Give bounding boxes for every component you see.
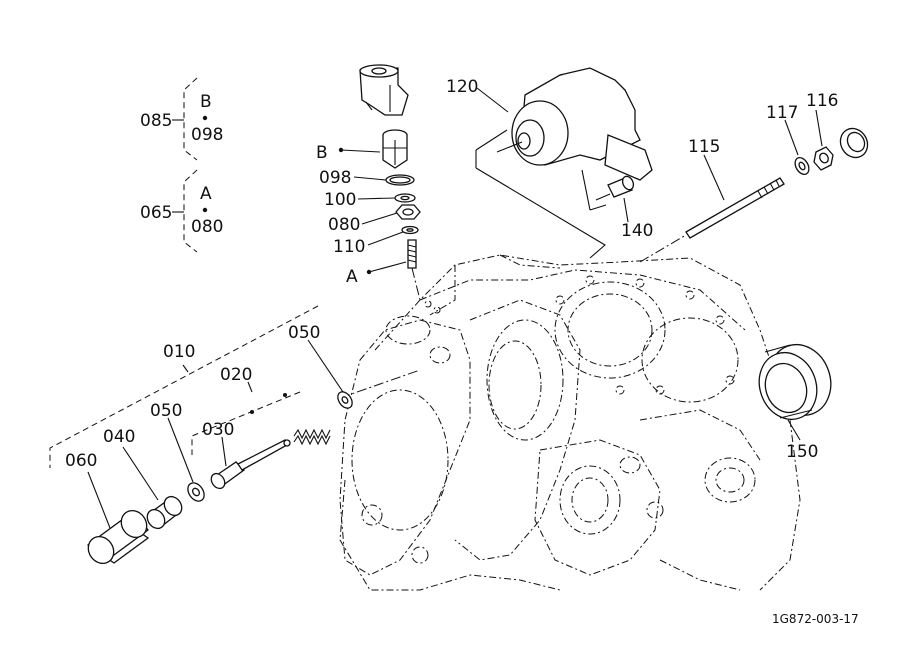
part-030-plunger bbox=[210, 439, 291, 490]
part-140-screw bbox=[595, 175, 635, 201]
part-050-washer-upper bbox=[337, 391, 353, 409]
legend-group-065: 065 A 080 bbox=[140, 169, 223, 253]
legend-065-top: A bbox=[200, 184, 212, 204]
callout-050-upper: 050 bbox=[288, 323, 320, 343]
callout-116: 116 bbox=[806, 91, 838, 111]
part-120-solenoid bbox=[496, 67, 653, 181]
callout-098: 098 bbox=[319, 168, 351, 188]
bracket-010 bbox=[49, 305, 319, 468]
callout-040: 040 bbox=[103, 427, 135, 447]
part-150-oil-seal bbox=[758, 343, 832, 421]
legend-065-number: 065 bbox=[140, 203, 172, 223]
marker-a: A bbox=[346, 267, 358, 287]
part-110-washer bbox=[401, 225, 419, 235]
part-a-stud bbox=[407, 239, 417, 269]
part-098-ring bbox=[385, 174, 415, 186]
part-fitting-body bbox=[359, 64, 409, 116]
callout-050-lower: 050 bbox=[150, 401, 182, 421]
callout-140: 140 bbox=[621, 221, 653, 241]
callout-010: 010 bbox=[163, 342, 195, 362]
callout-080: 080 bbox=[328, 215, 360, 235]
legend-085-number: 085 bbox=[140, 111, 172, 131]
callout-020: 020 bbox=[220, 365, 252, 385]
drawing-code: 1G872-003-17 bbox=[772, 612, 859, 626]
part-117-washer bbox=[794, 156, 810, 176]
callout-060: 060 bbox=[65, 451, 97, 471]
part-spring bbox=[293, 428, 331, 446]
engine-block-outline bbox=[339, 254, 801, 591]
legend-085-top: B bbox=[200, 92, 212, 112]
legend-group-085: 085 B 098 bbox=[140, 77, 223, 161]
part-040-plug bbox=[146, 495, 183, 530]
callout-110: 110 bbox=[333, 237, 365, 257]
part-116-nut bbox=[813, 146, 834, 171]
callout-150: 150 bbox=[786, 442, 818, 462]
legend-065-bottom: 080 bbox=[191, 217, 223, 237]
callout-100: 100 bbox=[324, 190, 356, 210]
part-060-cap bbox=[86, 509, 150, 565]
part-100-washer bbox=[394, 193, 416, 203]
callout-030: 030 bbox=[202, 420, 234, 440]
callout-120: 120 bbox=[446, 77, 478, 97]
part-050-washer-lower bbox=[187, 482, 205, 502]
part-b-nozzle bbox=[382, 129, 408, 169]
callout-117: 117 bbox=[766, 103, 798, 123]
callout-115: 115 bbox=[688, 137, 720, 157]
legend-085-bottom: 098 bbox=[191, 125, 223, 145]
part-080-nut bbox=[395, 204, 421, 220]
part-115-stud bbox=[639, 177, 785, 263]
marker-b: B bbox=[316, 143, 328, 163]
part-seal-ring bbox=[839, 127, 869, 159]
